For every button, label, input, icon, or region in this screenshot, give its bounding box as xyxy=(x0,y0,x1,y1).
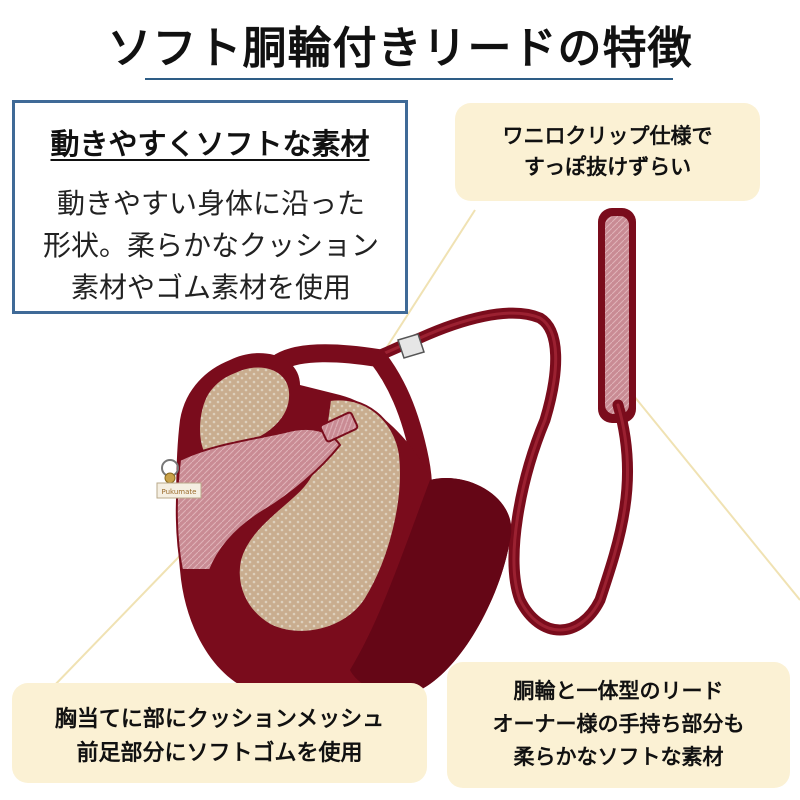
brand-tag xyxy=(156,482,202,499)
feature-body: 動きやすい身体に沿った 形状。柔らかなクッション 素材やゴム素材を使用 xyxy=(33,183,389,309)
callout-clip: ワニロクリップ仕様で すっぽ抜けずらい xyxy=(455,103,760,201)
callout-lead: 胴輪と一体型のリード オーナー様の手持ち部分も 柔らかなソフトな素材 xyxy=(447,662,790,788)
callout-line: 柔らかなソフトな素材 xyxy=(513,745,724,769)
brand-tag-text: Pukumate xyxy=(162,488,197,496)
callout-line: 胴輪と一体型のリード xyxy=(513,679,724,703)
clip-icon xyxy=(397,333,425,359)
callout-line: オーナー様の手持ち部分も xyxy=(492,712,745,736)
feature-box: 動きやすくソフトな素材 動きやすい身体に沿った 形状。柔らかなクッション 素材や… xyxy=(12,100,408,314)
leader-lines xyxy=(49,209,800,691)
side-mesh-panel xyxy=(237,398,402,633)
feature-line: 動きやすい身体に沿った xyxy=(56,187,365,220)
feature-line: 素材やゴム素材を使用 xyxy=(70,271,351,304)
title-underline xyxy=(145,78,673,80)
feature-line: 形状。柔らかなクッション xyxy=(42,229,379,262)
callout-chest: 胸当てに部にクッションメッシュ 前足部分にソフトゴムを使用 xyxy=(12,683,427,783)
callout-line: ワニロクリップ仕様で xyxy=(502,124,713,148)
callout-line: 胸当てに部にクッションメッシュ xyxy=(54,707,385,732)
callout-line: すっぽ抜けずらい xyxy=(523,155,692,179)
hand-strap xyxy=(598,208,636,423)
page-title: ソフト胴輪付きリードの特徴 xyxy=(107,23,693,74)
callout-line: 前足部分にソフトゴムを使用 xyxy=(76,741,363,766)
chest-pad xyxy=(175,427,342,571)
feature-heading: 動きやすくソフトな素材 xyxy=(50,127,370,161)
